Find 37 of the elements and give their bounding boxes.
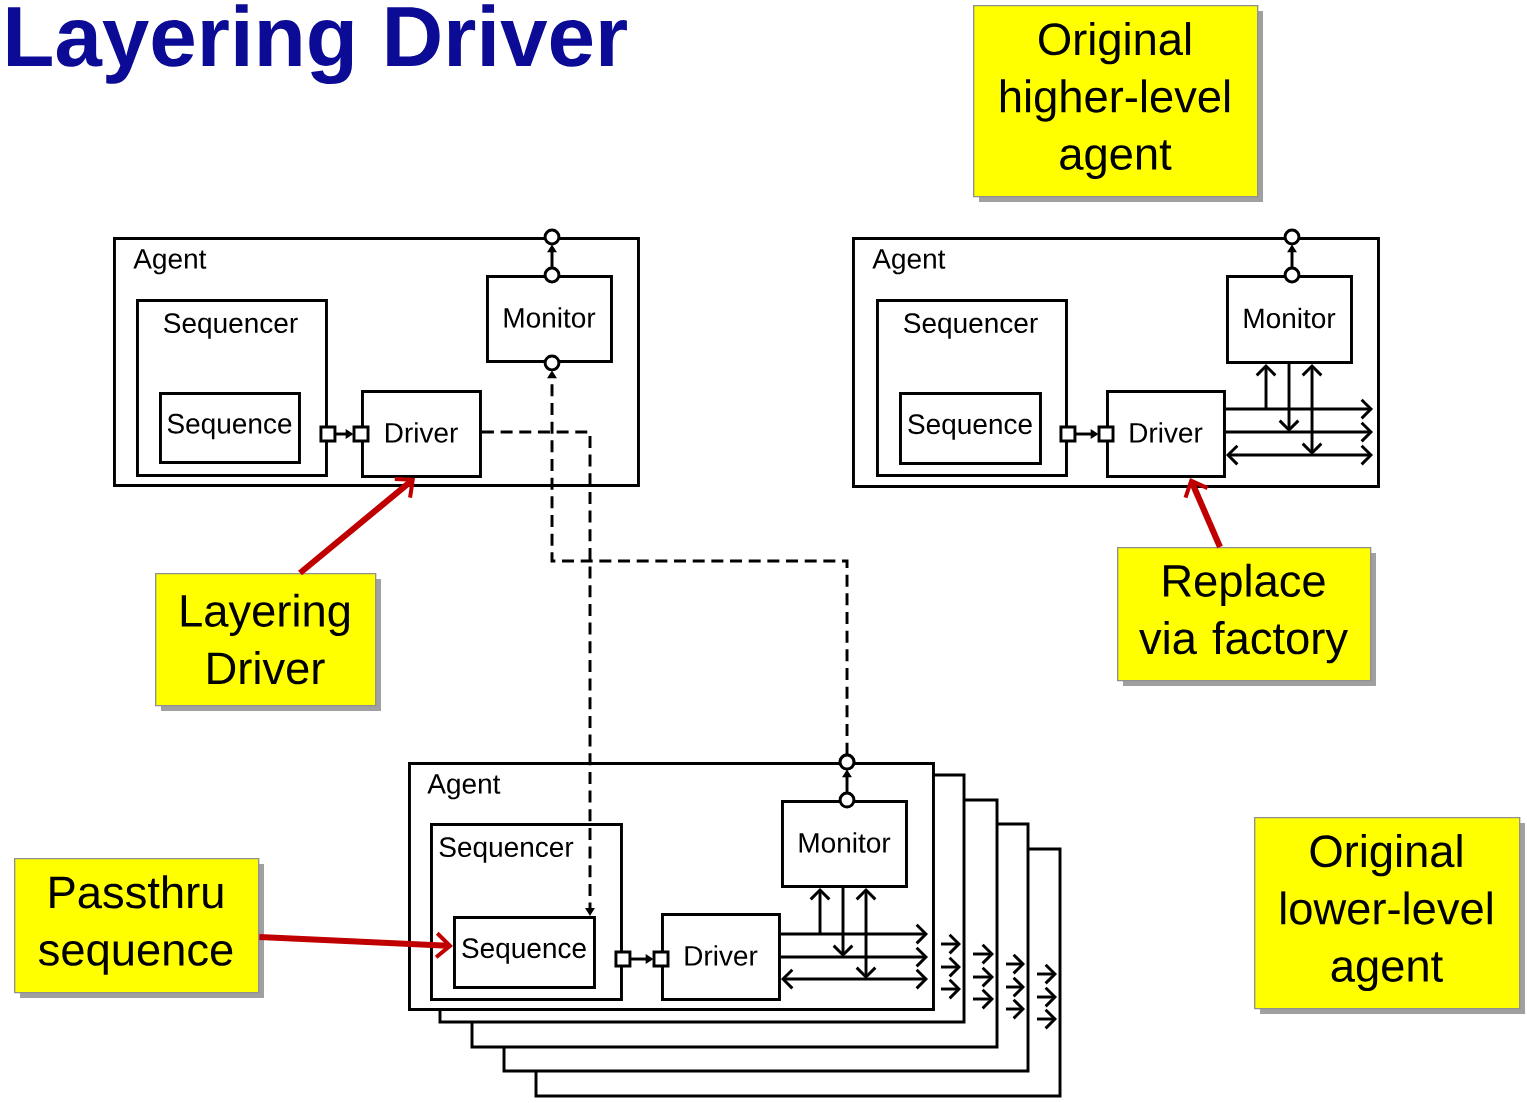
callout-box: Layering Driver — [155, 573, 381, 711]
arrow — [780, 968, 928, 990]
arrow — [259, 931, 453, 959]
arrow — [1225, 421, 1374, 443]
port-connector — [1059, 425, 1115, 443]
port-connector — [543, 228, 561, 284]
arrow — [1278, 363, 1300, 432]
arrow — [780, 923, 928, 945]
monitor-box: Monitor — [781, 800, 908, 888]
callout-box: Replace via factory — [1117, 547, 1376, 686]
arrow — [1225, 444, 1374, 466]
arrow — [481, 430, 595, 916]
port-connector — [543, 354, 856, 771]
arrow — [1225, 398, 1374, 420]
callout-box: Passthru sequence — [14, 858, 264, 998]
title: Layering Driver — [8, 4, 627, 85]
port-connector — [319, 425, 370, 443]
arrow — [1255, 363, 1277, 409]
arrow — [1183, 477, 1223, 549]
port-connector — [614, 950, 670, 968]
arrow — [298, 477, 415, 576]
port-connector — [1283, 228, 1301, 284]
sequence-box: Sequence — [453, 916, 596, 989]
monitor-box: Monitor — [486, 275, 613, 363]
arrow — [855, 887, 877, 979]
arrow — [832, 887, 854, 957]
arrow — [809, 887, 831, 934]
sequence-box: Sequence — [899, 392, 1042, 465]
callout-box: Original lower-level agent — [1254, 817, 1525, 1014]
callout-box: Original higher-level agent — [973, 5, 1263, 202]
driver-box: Driver — [1106, 390, 1226, 478]
arrow — [1301, 363, 1323, 455]
monitor-box: Monitor — [1226, 275, 1353, 364]
sequence-box: Sequence — [159, 392, 301, 464]
driver-box: Driver — [361, 390, 482, 478]
driver-box: Driver — [661, 913, 781, 1001]
arrow — [780, 946, 928, 968]
